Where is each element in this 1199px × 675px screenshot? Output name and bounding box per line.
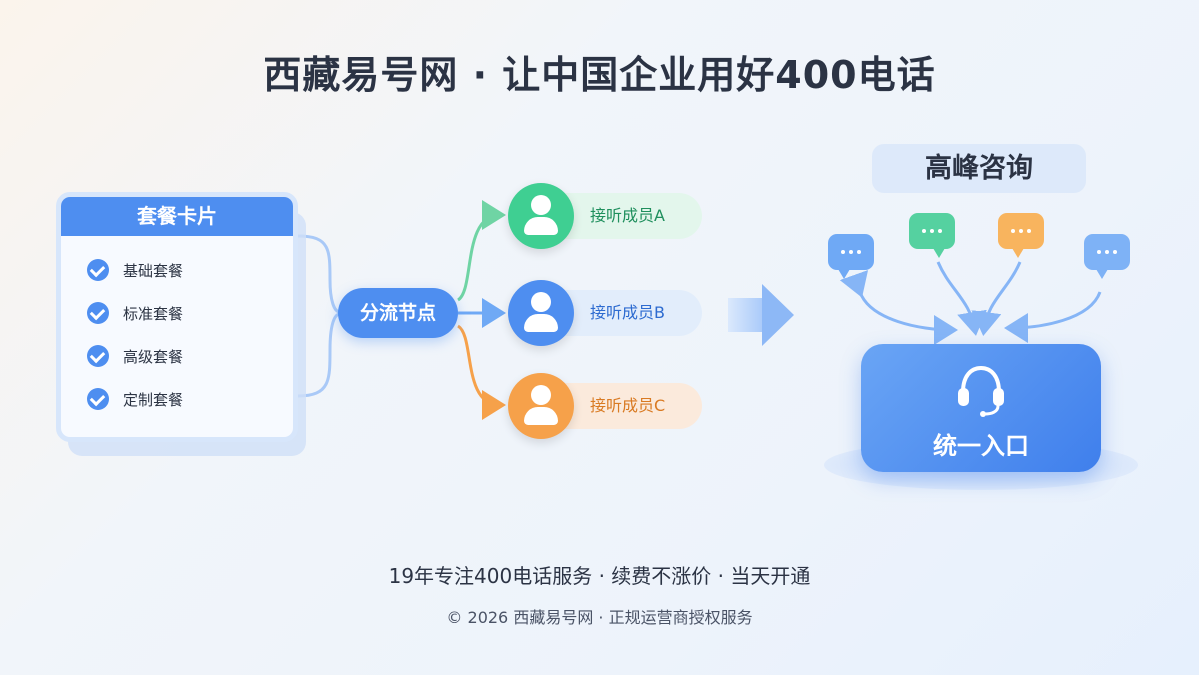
user-avatar-icon: [508, 373, 574, 439]
peak-consult-title: 高峰咨询: [872, 144, 1086, 193]
link-bubble-1: [839, 269, 958, 345]
plan-item-label: 高级套餐: [123, 347, 184, 366]
link-member-c: [456, 324, 506, 420]
card-link-top: [297, 234, 341, 314]
check-icon: [87, 259, 109, 281]
check-icon: [87, 345, 109, 367]
plan-item: 基础套餐: [87, 250, 293, 290]
user-avatar-icon: [508, 280, 574, 346]
chat-bubble-icon: [909, 213, 955, 258]
plan-item-label: 定制套餐: [123, 390, 184, 409]
flow-arrow-head-icon: [762, 284, 794, 346]
member-b-label: 接听成员B: [560, 290, 702, 336]
chat-bubble-icon: [1084, 234, 1130, 279]
plan-item: 标准套餐: [87, 293, 293, 333]
card-link-bottom: [297, 312, 341, 398]
plan-item: 定制套餐: [87, 379, 293, 419]
plan-item-label: 标准套餐: [123, 304, 184, 323]
chat-bubble-icon: [998, 213, 1044, 258]
link-bubble-4: [1004, 291, 1102, 343]
check-icon: [87, 388, 109, 410]
unified-entry: 统一入口: [861, 344, 1101, 472]
chat-bubble-icon: [828, 234, 874, 279]
member-c-label: 接听成员C: [560, 383, 702, 429]
dispatch-node: 分流节点: [338, 288, 458, 338]
plan-item-label: 基础套餐: [123, 261, 184, 280]
page-title: 西藏易号网 · 让中国企业用好400电话: [263, 53, 936, 97]
link-bubble-2: [936, 261, 987, 336]
plan-card-title: 套餐卡片: [61, 197, 293, 236]
link-member-a: [456, 200, 506, 302]
check-icon: [87, 302, 109, 324]
flow-arrow-icon: [728, 298, 764, 332]
member-a-label: 接听成员A: [560, 193, 702, 239]
link-bubble-3: [971, 261, 1022, 336]
tagline: 19年专注400电话服务 · 续费不涨价 · 当天开通: [388, 564, 811, 588]
footer-copyright: © 2026 西藏易号网 · 正规运营商授权服务: [446, 608, 753, 627]
plan-card: 套餐卡片 基础套餐 标准套餐 高级套餐 定制套餐: [56, 192, 298, 442]
unified-entry-label: 统一入口: [933, 432, 1029, 460]
plan-list: 基础套餐 标准套餐 高级套餐 定制套餐: [61, 236, 293, 419]
user-avatar-icon: [508, 183, 574, 249]
headset-icon: [958, 365, 1004, 417]
plan-item: 高级套餐: [87, 336, 293, 376]
